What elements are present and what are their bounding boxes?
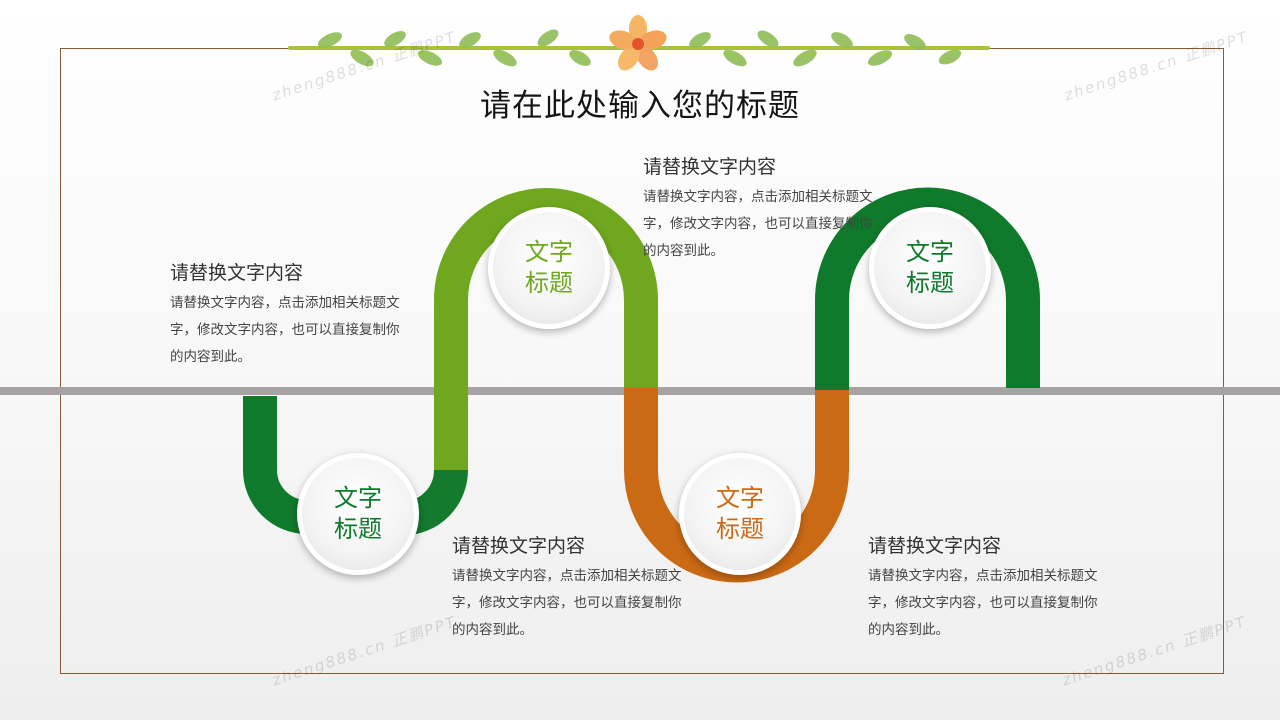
node-label: 文字标题 (525, 238, 573, 297)
node-label: 文字标题 (716, 484, 764, 543)
text-block-body: 请替换文字内容，点击添加相关标题文字，修改文字内容，也可以直接复制你的内容到此。 (643, 189, 873, 259)
text-block-3: 请替换文字内容 请替换文字内容，点击添加相关标题文字，修改文字内容，也可以直接复… (452, 533, 692, 644)
node-label: 文字标题 (906, 238, 954, 297)
text-block-body: 请替换文字内容，点击添加相关标题文字，修改文字内容，也可以直接复制你的内容到此。 (868, 568, 1098, 638)
node-circle-4: 文字标题 (869, 207, 991, 329)
path-segment-4 (815, 187, 1040, 390)
text-block-4: 请替换文字内容 请替换文字内容，点击添加相关标题文字，修改文字内容，也可以直接复… (868, 533, 1108, 644)
text-block-body: 请替换文字内容，点击添加相关标题文字，修改文字内容，也可以直接复制你的内容到此。 (170, 295, 400, 365)
flower-icon (609, 15, 667, 71)
vine-leaves (317, 29, 962, 67)
text-block-body: 请替换文字内容，点击添加相关标题文字，修改文字内容，也可以直接复制你的内容到此。 (452, 568, 682, 638)
page-title: 请在此处输入您的标题 (480, 88, 800, 124)
node-circle-3: 文字标题 (679, 453, 801, 575)
text-block-1: 请替换文字内容 请替换文字内容，点击添加相关标题文字，修改文字内容，也可以直接复… (170, 260, 410, 371)
text-block-heading: 请替换文字内容 (170, 262, 304, 284)
text-block-heading: 请替换文字内容 (643, 156, 777, 178)
node-circle-2: 文字标题 (488, 207, 610, 329)
text-block-2: 请替换文字内容 请替换文字内容，点击添加相关标题文字，修改文字内容，也可以直接复… (643, 154, 883, 265)
node-label: 文字标题 (334, 484, 382, 543)
text-block-heading: 请替换文字内容 (868, 535, 1002, 557)
text-block-heading: 请替换文字内容 (452, 535, 586, 557)
path-segment-2 (434, 188, 658, 470)
node-circle-1: 文字标题 (297, 453, 419, 575)
